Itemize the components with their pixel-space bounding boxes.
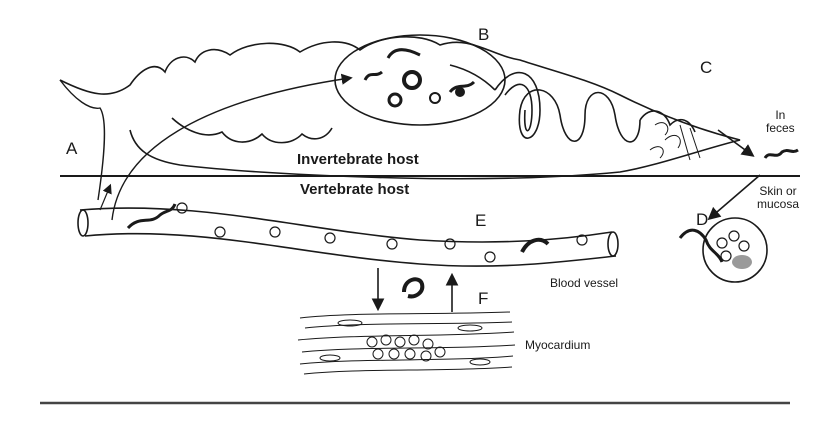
vessel-uptake-arrow [100,186,110,210]
in-feces-line2: feces [766,122,795,135]
invertebrate-host-label: Invertebrate host [297,151,419,168]
trypomastigote-f [404,279,422,296]
label-f: F [478,289,488,309]
infection-arrow [710,175,760,218]
trypomastigote-d [680,230,722,262]
skin-mucosa-label: Skin or mucosa [757,185,799,211]
vertebrate-host-label: Vertebrate host [300,181,409,198]
label-c: C [700,58,712,78]
label-b: B [478,25,489,45]
blood-vessel-label: Blood vessel [550,276,618,290]
label-e: E [475,211,486,231]
skin-line2: mucosa [757,198,799,211]
excretion-arrow [718,130,752,155]
label-a: A [66,139,77,159]
red-blood-cells [177,203,587,262]
parasite-in-feces [765,150,798,158]
in-feces-label: In feces [766,109,795,135]
label-d: D [696,210,708,230]
trypomastigote-vessel-end [522,240,548,252]
myocardium-label: Myocardium [525,338,590,352]
parasite-cluster [365,50,474,106]
host-cell-nucleus [732,255,752,269]
ingestion-route-arrow [112,78,350,220]
myocardium-tissue [298,312,515,374]
